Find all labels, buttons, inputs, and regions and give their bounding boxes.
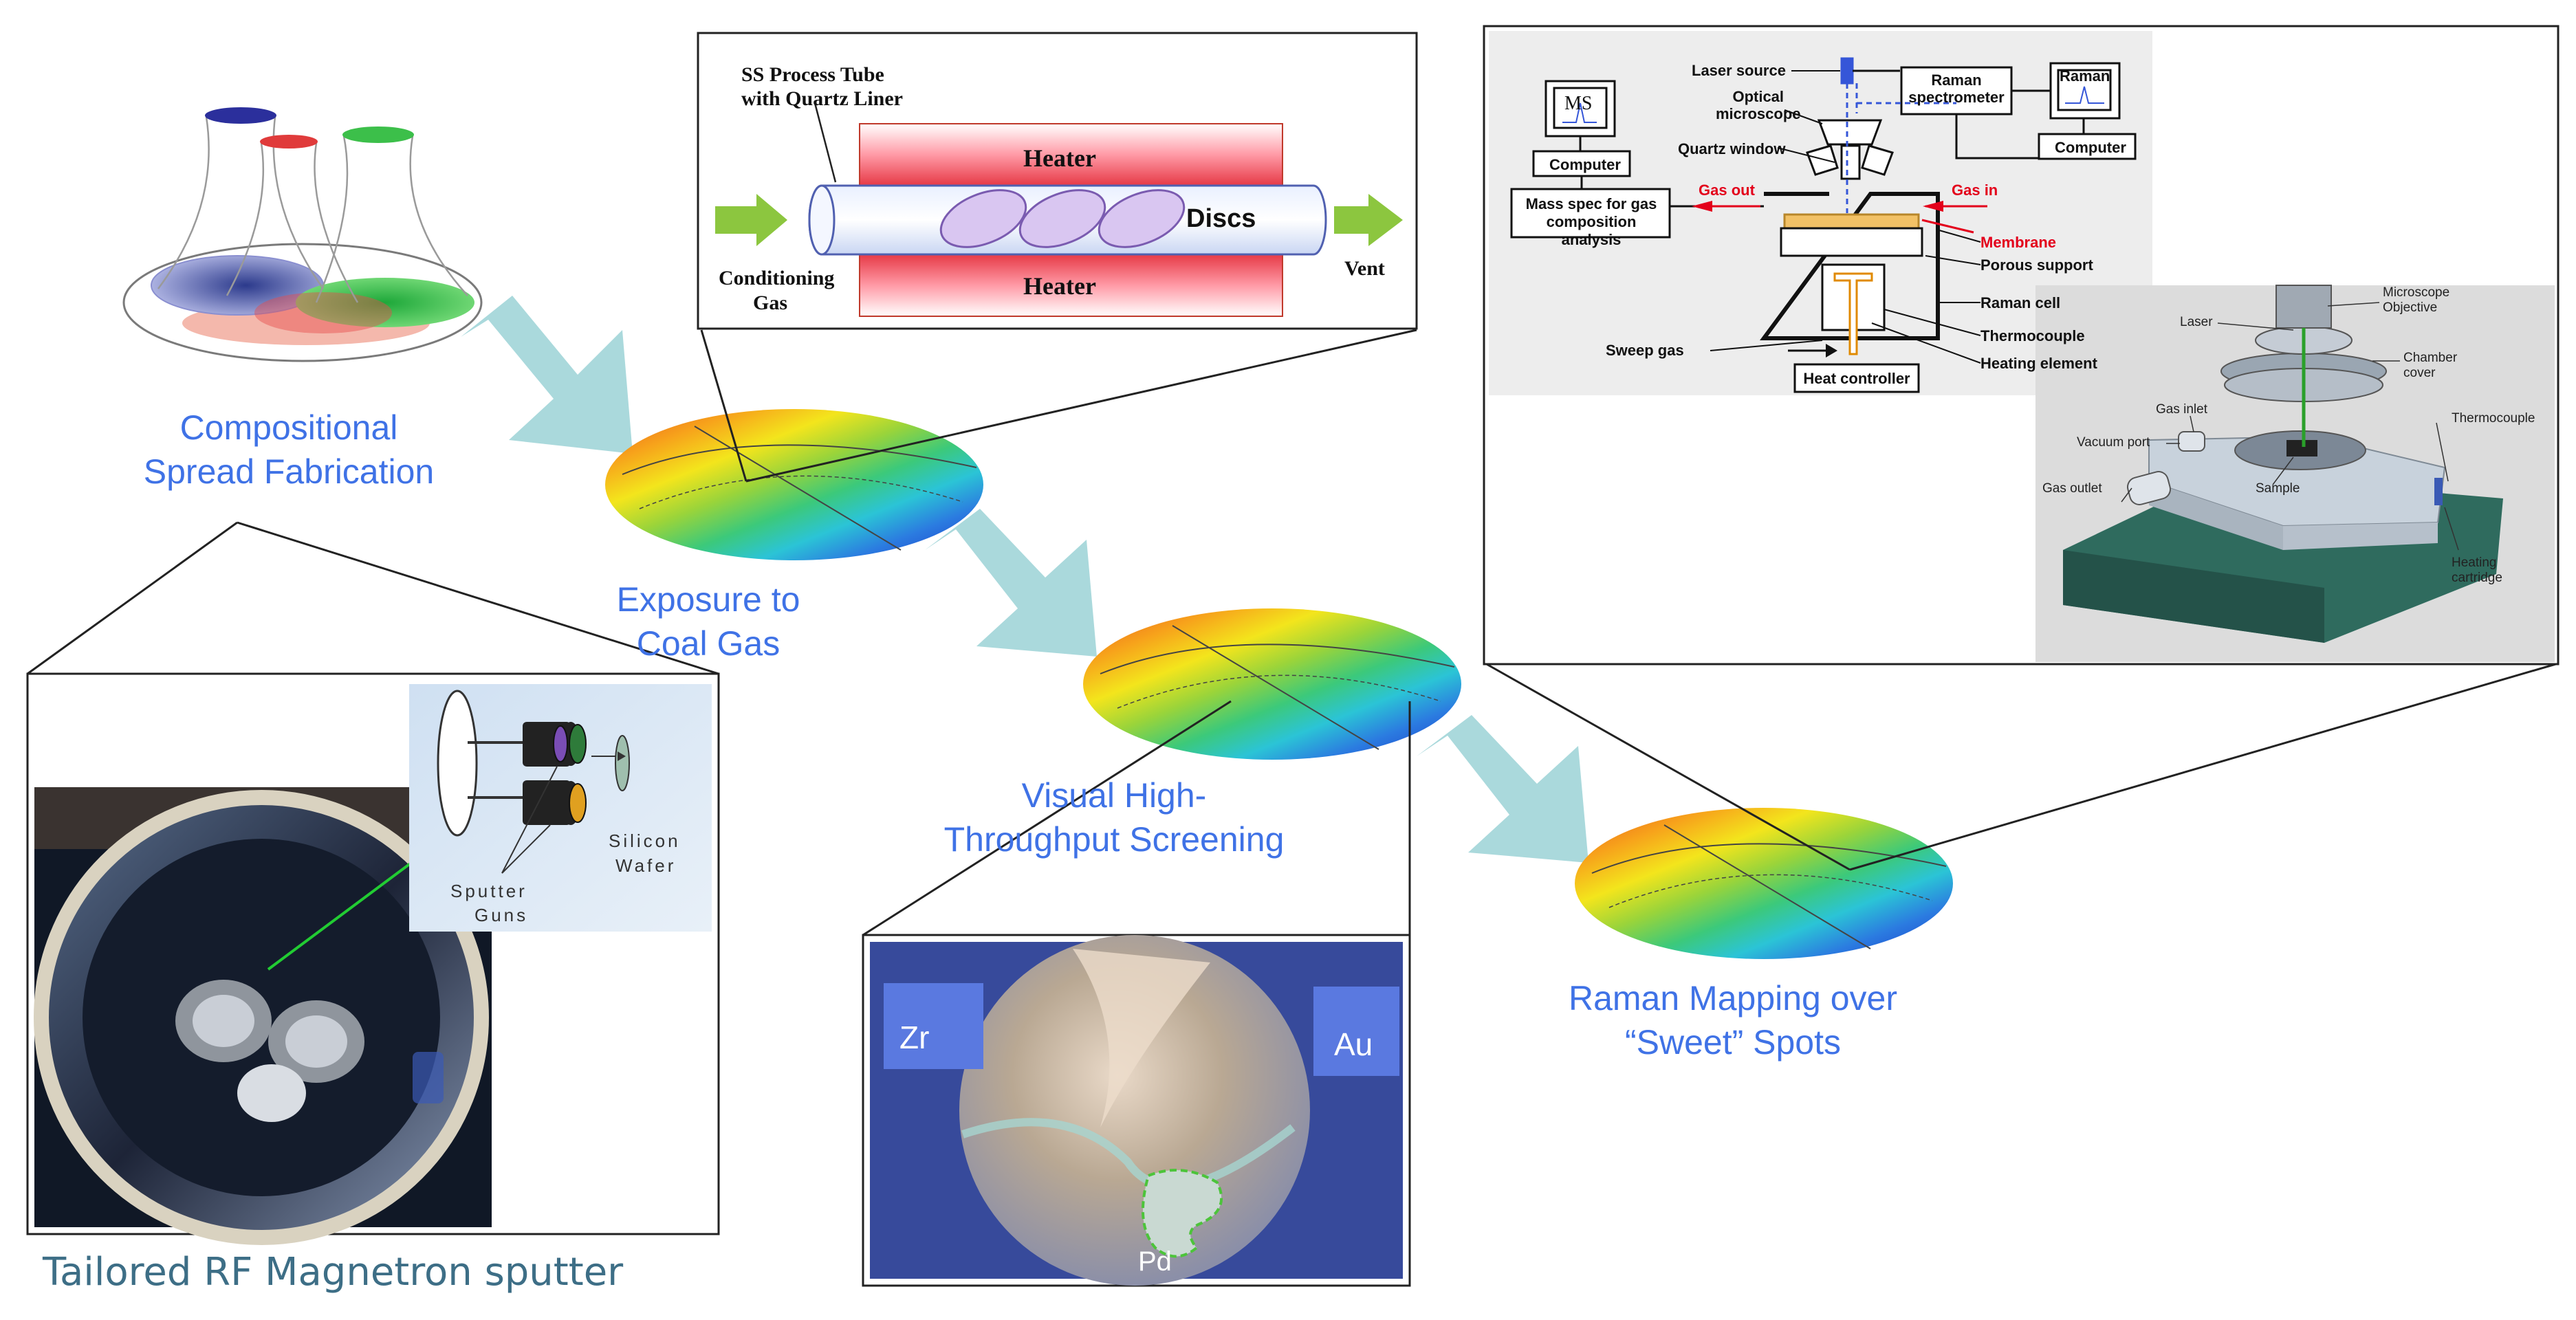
composition-map-3	[1575, 808, 1953, 959]
bottom-caption: Tailored RF Magnetron sputter	[43, 1250, 624, 1295]
stage-label-screening: Visual High- Throughput Screening	[943, 776, 1285, 859]
stage-label-exposure: Exposure to Coal Gas	[616, 580, 800, 663]
element-label-au: Au	[1334, 1026, 1373, 1062]
flow-arrow-3	[1417, 715, 1589, 863]
element-label-pd: Pd	[1138, 1246, 1172, 1277]
vent-arrow	[1334, 194, 1403, 246]
flow-arrow-1	[461, 296, 633, 454]
membrane-leader	[1921, 219, 1974, 234]
discs-label: Discs	[1186, 204, 1256, 233]
conditioning-gas-line-1: Conditioning	[719, 267, 834, 289]
raman-setup-panel	[1483, 25, 2559, 666]
raman-3d-leaders	[2121, 302, 2459, 551]
flow-arrow-2	[925, 509, 1097, 657]
sputter-guns-line-2: Guns	[474, 905, 528, 925]
silicon-wafer-line-1: Silicon	[609, 830, 681, 851]
gas-in-arrow	[715, 194, 787, 246]
heater-bottom-label: Heater	[1023, 272, 1096, 300]
vent-label: Vent	[1344, 257, 1385, 280]
tube-title-line-2: with Quartz Liner	[741, 87, 903, 110]
tube-title-line-1: SS Process Tube	[741, 63, 884, 86]
conditioning-gas-line-2: Gas	[753, 292, 787, 314]
raman-cell-3d	[2063, 285, 2503, 643]
disc	[1018, 189, 1106, 248]
heater-top	[859, 123, 1283, 186]
disc	[1098, 189, 1186, 248]
silicon-wafer-line-2: Wafer	[615, 855, 676, 876]
stage-label-fabrication: Compositional Spread Fabrication	[143, 408, 435, 491]
screening-photo-panel: Zr Au Pd	[862, 934, 1411, 1287]
stage-label-raman: Raman Mapping over “Sweet” Spots	[1568, 979, 1898, 1062]
connector-lines	[27, 329, 2559, 936]
svg-text:Silicon Wafer Sput: Silicon Wafer Sputter Guns	[450, 830, 688, 925]
raman-annotation-leaders	[1710, 70, 1981, 364]
element-label-zr: Zr	[899, 1020, 929, 1055]
flow-arrows	[461, 296, 1589, 863]
svg-text:SS Process Tube with Qua: SS Process Tube with Quartz Liner Heater…	[719, 63, 1385, 314]
disc	[939, 189, 1027, 248]
svg-text:Zr Au Pd: Zr Au Pd	[899, 1020, 1382, 1277]
sputter-chamber-panel: Silicon Wafer Sputter Guns	[26, 672, 720, 1245]
heater-top-label: Heater	[1023, 144, 1096, 172]
heater-bottom	[859, 254, 1283, 317]
raman-schematic	[1510, 57, 2137, 393]
sputter-fabrication-graphic	[122, 107, 483, 362]
composition-map-1	[605, 409, 983, 560]
composition-map-2	[1083, 608, 1461, 760]
process-tube-panel: SS Process Tube with Quartz Liner Heater…	[697, 32, 1418, 330]
sputter-guns-line-1: Sputter	[450, 881, 527, 901]
